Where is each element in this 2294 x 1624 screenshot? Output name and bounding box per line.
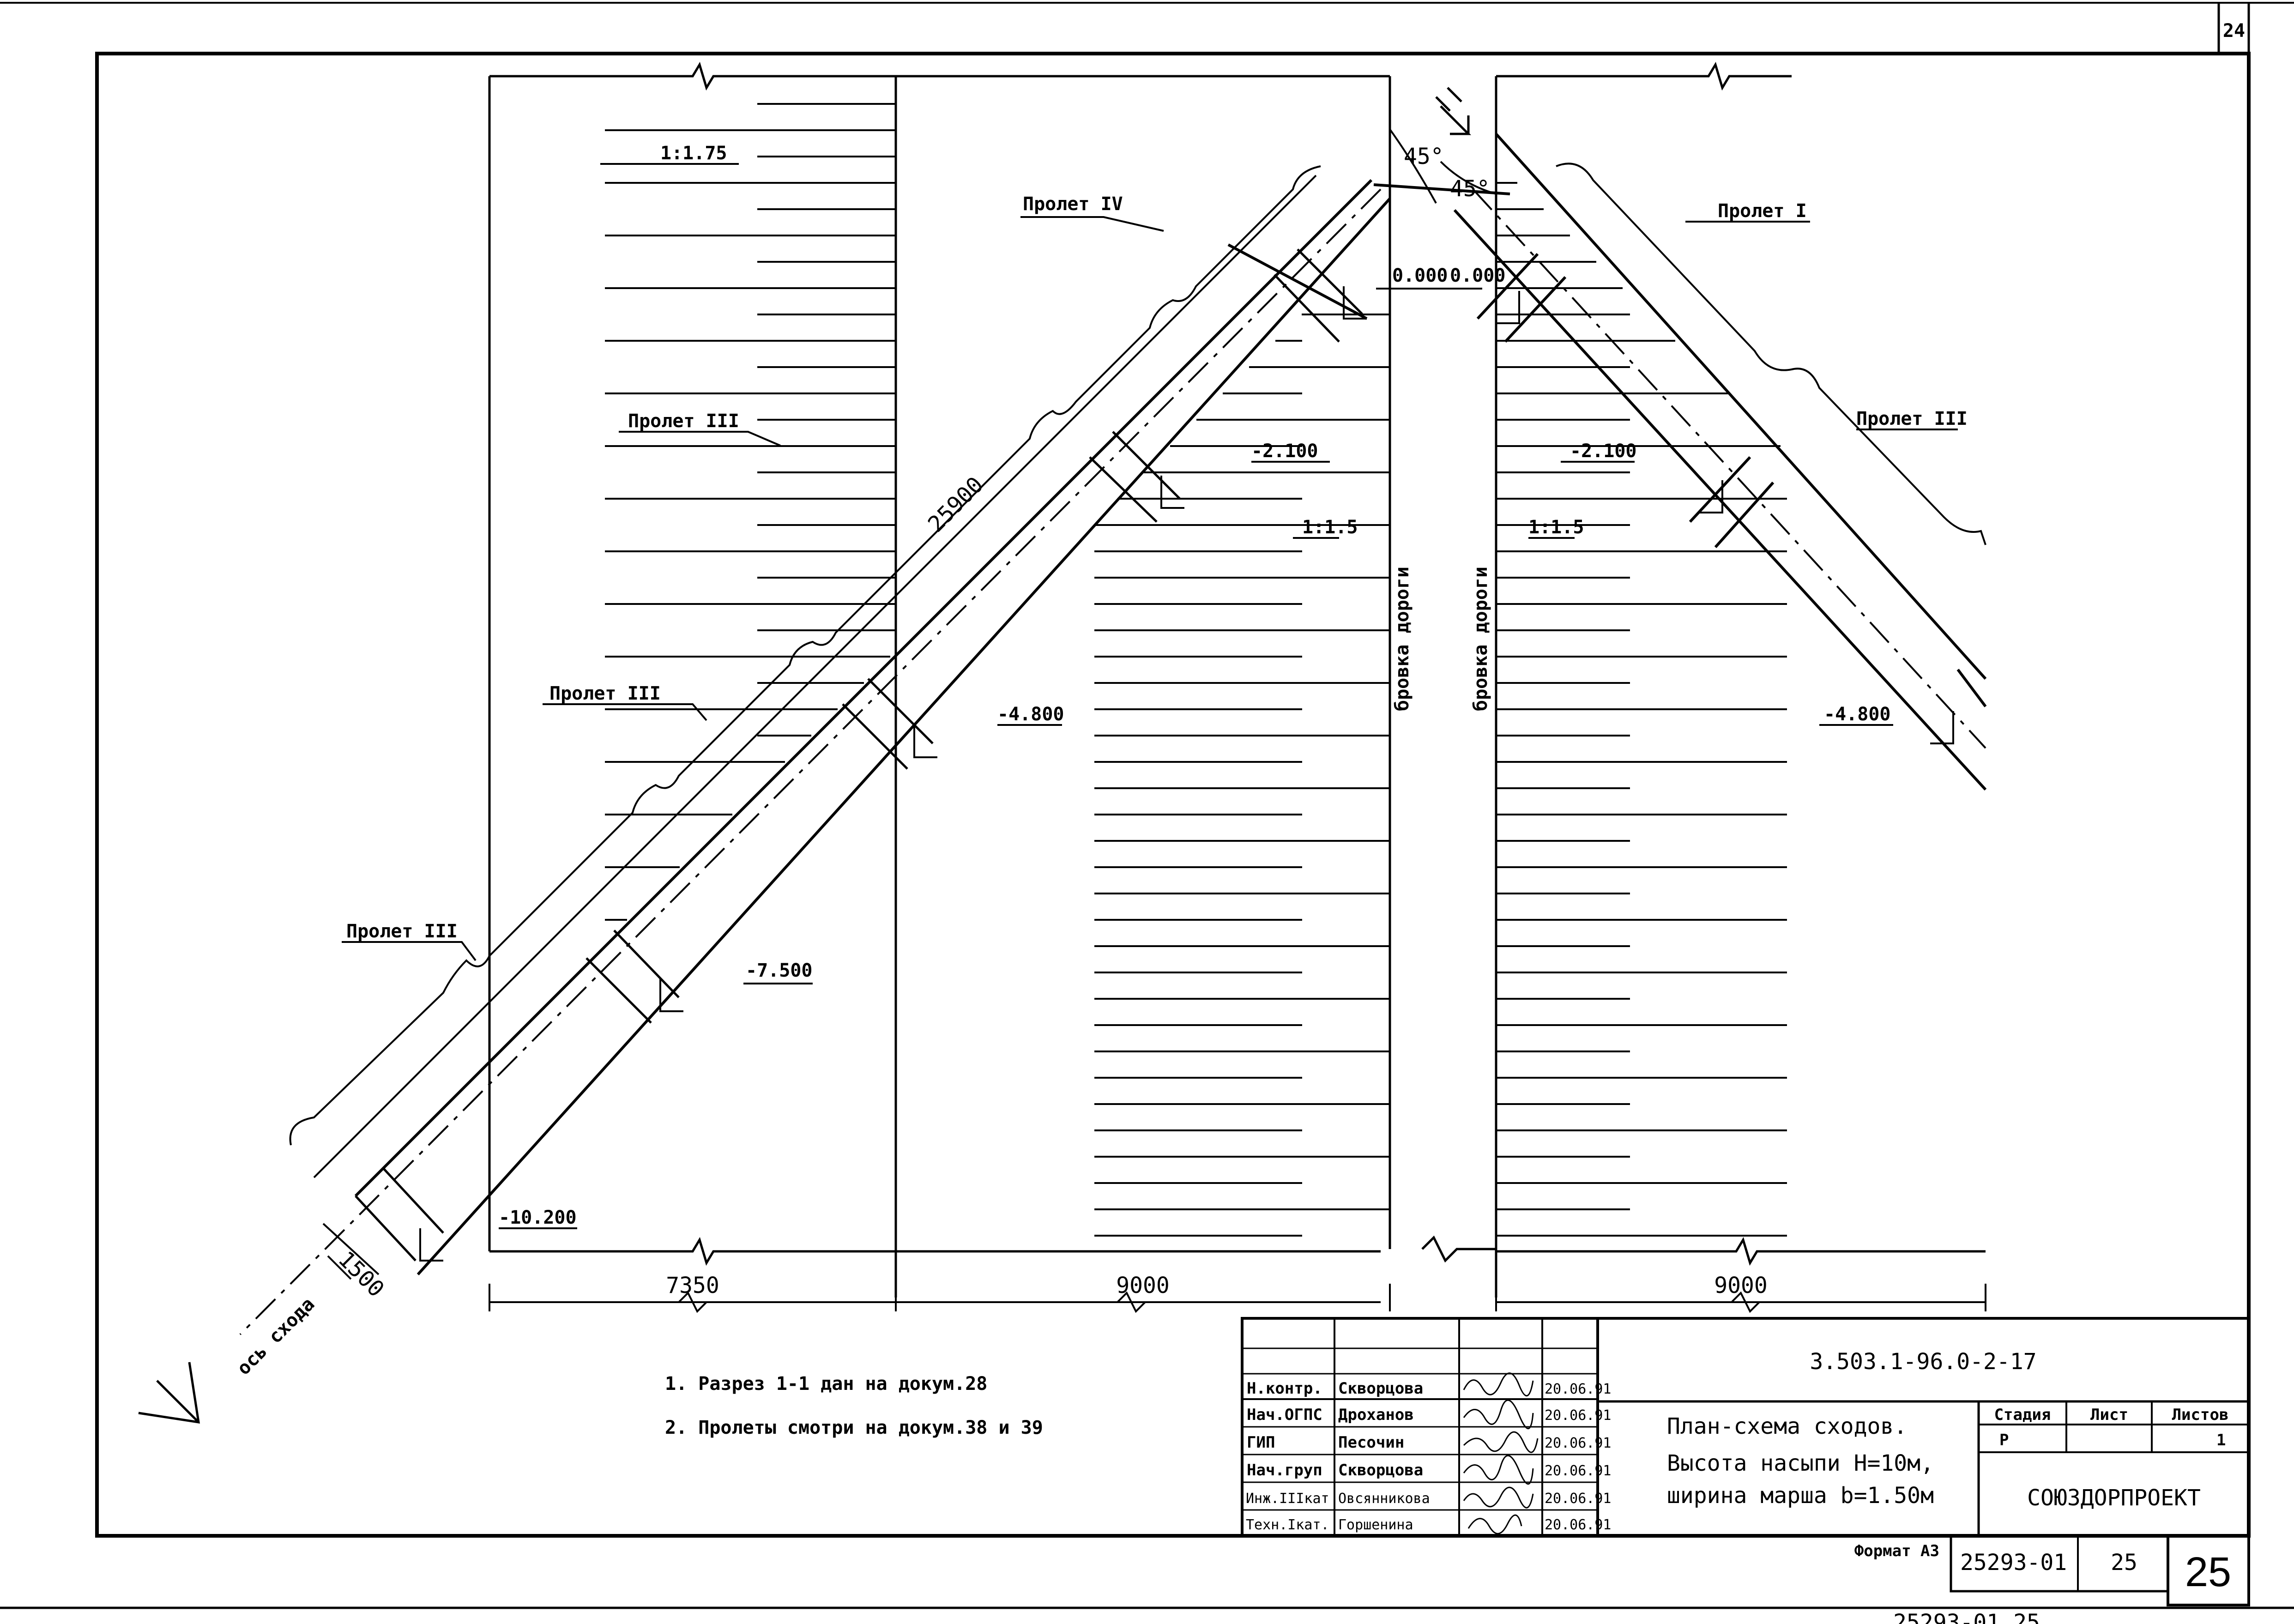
org-name: СОЮЗДОРПРОЕКТ [2027, 1485, 2201, 1511]
signer-date: 20.06.91 [1545, 1517, 1612, 1533]
slope-hatch-middle [1094, 314, 1390, 1237]
archive-number: 25293-01 [1960, 1550, 2067, 1576]
elev-l2-label: -4.800 [997, 704, 1064, 725]
axis-label: ось схода [233, 1293, 319, 1379]
slope-hatch-right [1496, 182, 1787, 1237]
signer-name: Скворцова [1338, 1379, 1423, 1398]
signer-name: Скворцова [1338, 1461, 1423, 1479]
span-iii-b-label: Пролет III [549, 683, 661, 704]
width-dim-label: 1500 [333, 1246, 389, 1302]
elev-r2-label: -4.800 [1824, 704, 1891, 725]
top-sheet-number: 24 [2223, 20, 2245, 42]
stair-left-landings [355, 248, 1363, 1262]
notes: 1. Разрез 1-1 дан на докум.28 2. Пролеты… [665, 1373, 1043, 1438]
elev-l3-label: -7.500 [746, 960, 813, 981]
slope-left-label: 1:1.5 [1302, 517, 1358, 538]
title-line3: ширина марша b=1.50м [1667, 1483, 1934, 1509]
angle-left-label: 45° [1404, 144, 1444, 169]
length-dim-label: 25900 [923, 472, 989, 537]
signer-name: Горшенина [1338, 1517, 1413, 1533]
signer-date: 20.06.91 [1545, 1491, 1612, 1507]
signer-date: 20.06.91 [1545, 1435, 1612, 1451]
elev-r1-label: -2.100 [1570, 441, 1637, 462]
slope-upper-label: 1:1.75 [660, 143, 727, 164]
slope-right-label: 1:1.5 [1528, 517, 1584, 538]
plan-labels: 1:1.75 45° 45° Пролет IV Пролет I 0.000 … [233, 143, 1968, 1379]
signer-role: Техн.Iкат. [1246, 1517, 1329, 1533]
dimension-lines [289, 128, 1986, 1313]
label-leaders [342, 163, 1958, 1229]
signer-role: Инж.IIIкат [1246, 1491, 1329, 1507]
elev-top-left: 0.000 [1392, 265, 1448, 286]
stage-value: Р [1999, 1431, 2009, 1449]
signer-date: 20.06.91 [1545, 1463, 1612, 1479]
stair-right [1453, 133, 1987, 791]
elev-l4-label: -10.200 [499, 1207, 577, 1228]
signer-role: Нач.груп [1247, 1461, 1322, 1479]
angle-right-label: 45° [1450, 176, 1490, 202]
dim-bottom-2: 9000 [1116, 1273, 1170, 1298]
slope-hatch-left [605, 103, 896, 921]
road-edge-left-label: бровка дороги [1392, 567, 1413, 711]
stage-header: Стадия [1994, 1406, 2051, 1424]
signer-role: Н.контр. [1247, 1379, 1322, 1398]
bottom-cut-text: 25293-01 25 [1893, 1610, 2040, 1624]
archive-sheet: 25 [2111, 1550, 2137, 1576]
note-1: 1. Разрез 1-1 дан на докум.28 [665, 1373, 987, 1395]
title-block [1241, 1317, 2250, 1606]
title-line1: План-схема сходов. [1667, 1413, 1907, 1439]
stair-right-axis [1472, 188, 1986, 749]
landing-arrow-icon [419, 286, 1954, 1262]
road-edge-right-label: бровка дороги [1470, 567, 1491, 711]
note-2: 2. Пролеты смотри на докум.38 и 39 [665, 1417, 1043, 1438]
span-iii-right-label: Пролет III [1856, 408, 1968, 429]
dim-bottom-1: 7350 [666, 1273, 719, 1298]
sheets-value: 1 [2216, 1431, 2226, 1449]
embankment-boundaries [488, 61, 1986, 1298]
elev-l1-label: -2.100 [1251, 441, 1318, 462]
sheets-header: Листов [2172, 1406, 2229, 1424]
signer-name: Дроханов [1338, 1406, 1414, 1424]
signer-name: Овсянникова [1338, 1491, 1430, 1507]
elev-top-right: 0.000 [1450, 265, 1505, 286]
signer-role: Нач.ОГПС [1247, 1406, 1322, 1424]
signature-icon [1463, 1372, 1539, 1534]
stair-left-axis [239, 188, 1382, 1335]
signer-date: 20.06.91 [1545, 1381, 1612, 1397]
span-iii-c-label: Пролет III [346, 921, 458, 942]
doc-code: 3.503.1-96.0-2-17 [1810, 1349, 2036, 1375]
span-i-label: Пролет I [1718, 200, 1807, 222]
title-line2: Высота насыпи Н=10м, [1667, 1450, 1934, 1476]
axis-arrow-icon [138, 87, 1472, 1424]
signer-name: Песочин [1338, 1433, 1404, 1452]
span-iv-label: Пролет IV [1023, 193, 1123, 215]
signer-date: 20.06.91 [1545, 1407, 1612, 1424]
title-block-text: 3.503.1-96.0-2-17 План-схема сходов. Выс… [1246, 1349, 2231, 1624]
format-label: Формат А3 [1854, 1542, 1939, 1560]
stair-left [354, 179, 1510, 1276]
span-iii-a-label: Пролет III [628, 411, 739, 432]
dim-bottom-3: 9000 [1714, 1273, 1768, 1298]
signer-role: ГИП [1247, 1433, 1275, 1452]
sheet-header: Лист [2090, 1406, 2128, 1424]
sheet-number: 25 [2185, 1549, 2231, 1595]
